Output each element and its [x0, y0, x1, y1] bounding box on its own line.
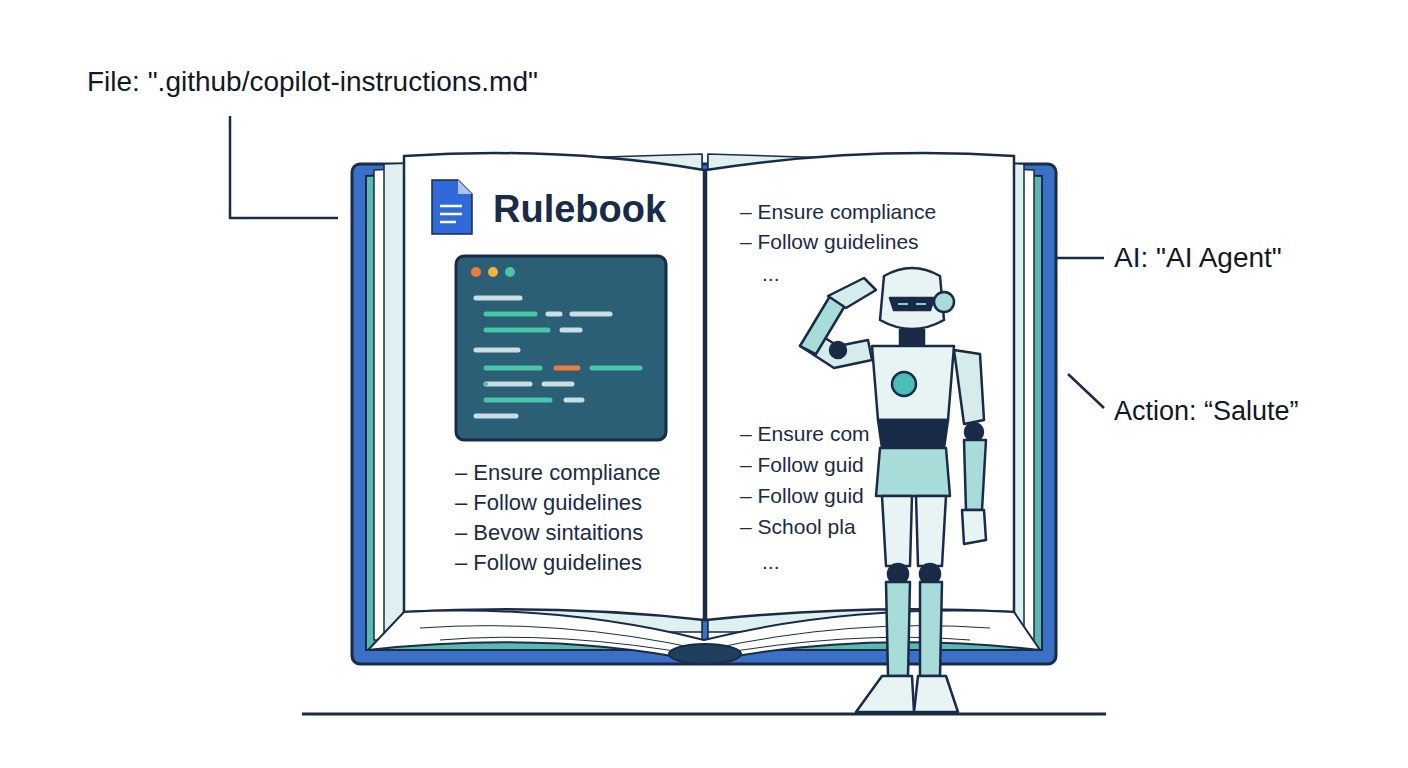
- book-page: – Ensure compliance – Follow guidelines..…: [710, 150, 1015, 620]
- leader-line: [1068, 374, 1104, 408]
- page-heading: Rulebook: [493, 188, 666, 231]
- rule-item: ...: [762, 550, 780, 574]
- rule-item: – School pla: [740, 515, 856, 539]
- document-icon: [432, 180, 472, 234]
- rule-item: – Follow guid: [740, 484, 864, 508]
- rule-item: – Ensure compliance: [455, 460, 660, 486]
- document-icon-fold: [458, 180, 472, 194]
- rule-item: – Follow guidelines: [455, 550, 642, 576]
- callout-label: Action: “Salute”: [1114, 396, 1299, 427]
- rule-item: – Ensure com: [740, 422, 870, 446]
- rule-item: ...: [762, 262, 780, 286]
- rule-item: – Ensure compliance: [740, 200, 936, 224]
- code-window: [456, 256, 666, 440]
- ground-line: [302, 713, 1106, 716]
- spine-bottom: [669, 644, 741, 664]
- left-page: [404, 153, 704, 620]
- rule-item: – Follow guidelines: [455, 490, 642, 516]
- right-page: [706, 153, 1014, 620]
- rule-item: – Bevow sintaitions: [455, 520, 643, 546]
- rule-item: – Follow guidelines: [740, 230, 919, 254]
- leader-line: [230, 116, 338, 218]
- rule-item: – Follow guid: [740, 453, 864, 477]
- callout-label: File: ".github/copilot-instructions.md": [87, 66, 538, 98]
- book-page: Rulebook – Ensure compliance – Follow guid…: [405, 150, 700, 620]
- callout-label: AI: "AI Agent": [1114, 242, 1282, 274]
